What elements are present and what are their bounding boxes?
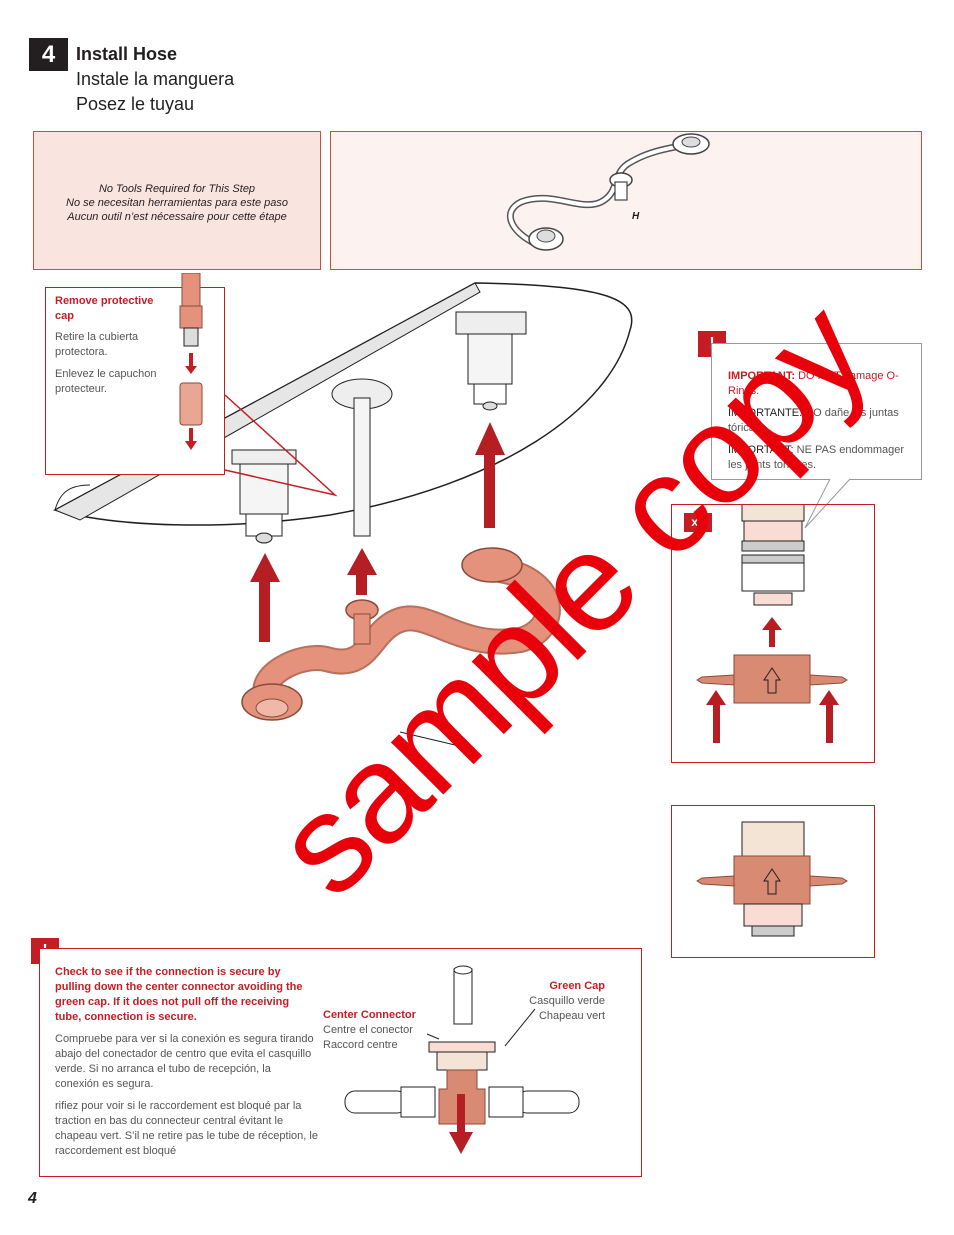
remove-cap-fr: Enlevez le capuchon protecteur. [55, 368, 157, 395]
oring-detail-illustration [696, 505, 848, 743]
check-fr: rifiez pour voir si le raccordement est … [55, 1100, 318, 1157]
remove-cap-callout: Remove protective cap Retire la cubierta… [45, 273, 225, 475]
important-fr-text: NE PAS endommager les joints toriques. [728, 444, 905, 471]
remove-cap-en: Remove protective cap [55, 295, 154, 322]
remove-cap-pointer [224, 394, 338, 497]
page-number: 4 [28, 1190, 37, 1207]
center-spout [331, 378, 393, 537]
step-number-badge: 4 [29, 38, 68, 71]
center-connector-fr: Raccord centre [323, 1039, 398, 1051]
no-tools-text: No Tools Required for This Step No se ne… [34, 182, 320, 224]
step-title-en: Install Hose [76, 44, 178, 64]
no-tools-fr: Aucun outil n’est nécessaire pour cette … [67, 211, 287, 223]
important-en-text: DO NOT damage O-Rings. [728, 370, 899, 397]
green-cap-es: Casquillo verde [529, 995, 605, 1007]
important-es-label: IMPORTANTE: [728, 407, 803, 419]
right-valve [455, 311, 527, 411]
quantity-badge: x2 [684, 513, 712, 532]
hose-preview-illustration [506, 133, 710, 251]
center-connector-label: Center Connector Centre el conector Racc… [323, 1008, 443, 1053]
green-cap-en: Green Cap [549, 980, 605, 992]
no-tools-en: No Tools Required for This Step [98, 183, 256, 195]
check-es: Compruebe para ver si la conexión es seg… [55, 1033, 314, 1090]
no-tools-panel: No Tools Required for This Step No se ne… [33, 131, 321, 270]
important-callout: IMPORTANT: DO NOT damage O-Rings. IMPORT… [711, 343, 922, 480]
center-connector-illustration [344, 965, 580, 1154]
check-en: Check to see if the connection is secure… [55, 966, 303, 1023]
hose-label: H [460, 742, 468, 754]
left-valve [231, 449, 297, 544]
center-connector-en: Center Connector [323, 1009, 416, 1021]
connected-detail-illustration [696, 821, 848, 937]
step-title-es: Instale la manguera [76, 69, 235, 89]
hose-preview-label: H [632, 211, 640, 222]
important-fr-label: IMPORTANT: [728, 444, 794, 456]
connected-detail-panel [671, 805, 875, 958]
important-en-label: IMPORTANT: [728, 370, 796, 382]
green-cap-fr: Chapeau vert [538, 1010, 605, 1022]
remove-cap-es: Retire la cubierta protectora. [55, 331, 139, 358]
no-tools-es: No se necesitan herramientas para este p… [66, 197, 288, 209]
important-en: IMPORTANT: DO NOT damage O-Rings. [728, 369, 908, 399]
important-fr: IMPORTANT: NE PAS endommager les joints … [728, 443, 913, 473]
check-connection-panel: Check to see if the connection is secure… [39, 948, 642, 1177]
center-connector-es: Centre el conector [323, 1024, 413, 1036]
important-es: IMPORTANTE: NO dañe las juntas tóricas. [728, 406, 908, 436]
hose-preview-panel: H [330, 131, 922, 270]
remove-cap-illustration [179, 273, 203, 450]
step-title-fr: Posez le tuyau [76, 94, 195, 114]
important-pointer [804, 478, 851, 529]
green-cap-label: Green Cap Casquillo verde Chapeau vert [510, 979, 605, 1024]
oring-detail-panel [671, 504, 875, 763]
important-es-text: NO dañe las juntas tóricas. [728, 407, 899, 434]
